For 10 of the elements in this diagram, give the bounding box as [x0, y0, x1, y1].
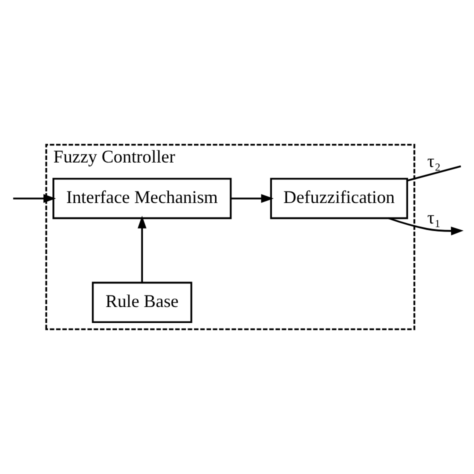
arrow — [388, 217, 464, 236]
edge-label: τ₂ — [427, 151, 441, 172]
arrow — [230, 194, 274, 203]
node-box: Defuzzification — [270, 178, 408, 220]
node-box: Interface Mechanism — [52, 178, 232, 220]
connector — [406, 165, 462, 182]
arrow — [138, 216, 146, 282]
edge-label: τ₁ — [427, 208, 441, 228]
node-box: Rule Base — [92, 282, 192, 323]
arrow — [13, 194, 56, 203]
